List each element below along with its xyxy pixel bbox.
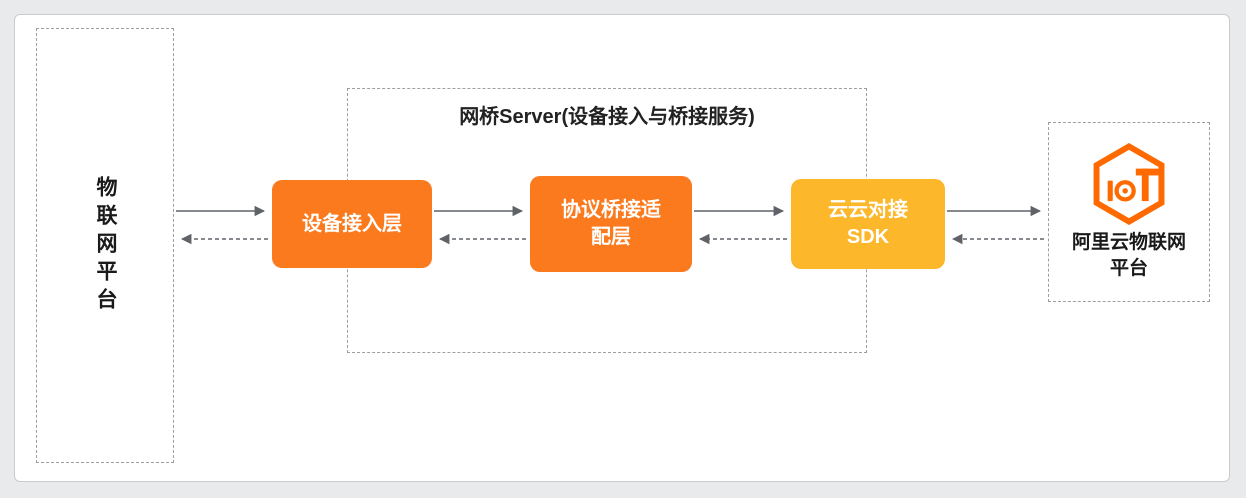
- iot-platform-label: 物联网平台: [94, 175, 117, 316]
- aliyun-iot-logo-icon: [1093, 142, 1165, 225]
- aliyun-iot-platform-box: 阿里云物联网 平台: [1048, 122, 1210, 302]
- device-access-layer-node: 设备接入层: [272, 180, 432, 268]
- iot-platform-box: 物联网平台: [36, 28, 174, 463]
- bridge-server-title: 网桥Server(设备接入与桥接服务): [459, 106, 755, 128]
- protocol-bridge-adapter-node: 协议桥接适 配层: [530, 176, 692, 272]
- cloud-cloud-sdk-node: 云云对接 SDK: [791, 179, 945, 269]
- aliyun-iot-platform-label: 阿里云物联网 平台: [1071, 231, 1186, 279]
